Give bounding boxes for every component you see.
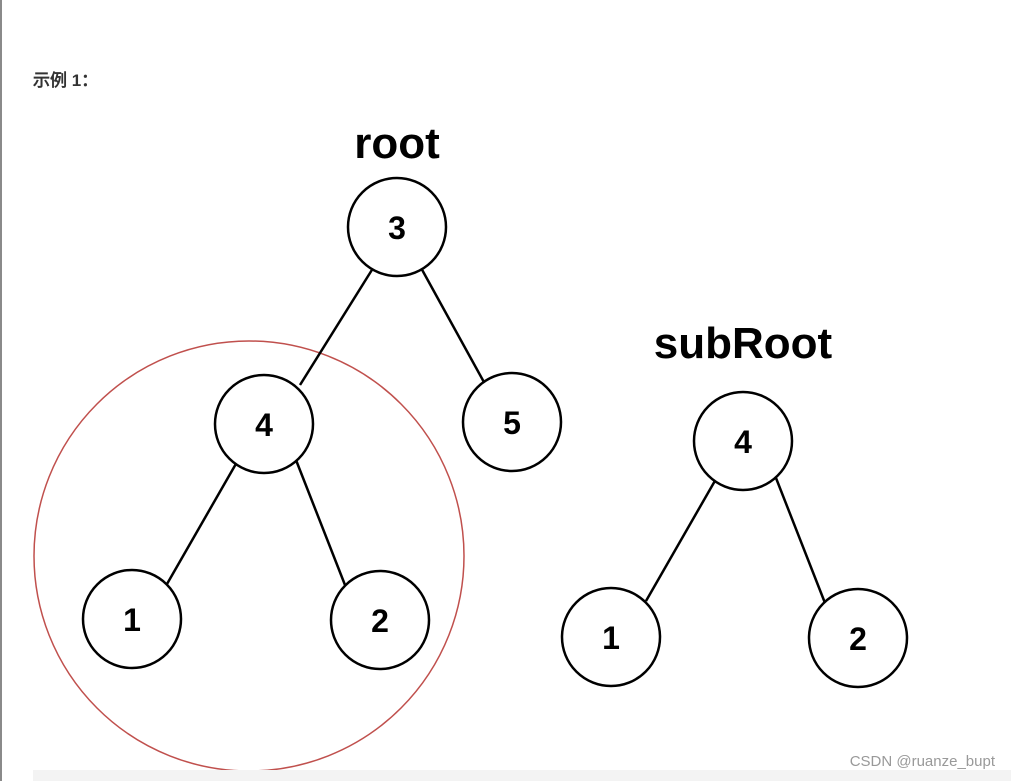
- tree-node: 1: [560, 586, 662, 688]
- node-circle: [692, 390, 794, 492]
- tree-node: 2: [807, 587, 909, 689]
- node-value: 2: [849, 621, 867, 657]
- node-value: 3: [388, 210, 406, 246]
- node-value: 4: [734, 424, 752, 460]
- tree-node: 4: [213, 373, 315, 475]
- code-block-top: [33, 770, 1011, 781]
- edge-sub-4-2: [774, 477, 827, 604]
- node-circle: [560, 586, 662, 688]
- example-label: 示例 1：: [33, 71, 99, 90]
- node-circle: [81, 568, 183, 670]
- node-value: 2: [371, 603, 389, 639]
- left-border: [0, 0, 2, 781]
- node-circle: [329, 569, 431, 671]
- edge-4-2: [294, 459, 347, 586]
- node-circle: [807, 587, 909, 689]
- node-circle: [213, 373, 315, 475]
- tree-node: 3: [346, 176, 448, 278]
- watermark: CSDN @ruanze_bupt: [849, 753, 995, 770]
- node-value: 5: [503, 405, 521, 441]
- node-value: 1: [602, 620, 620, 656]
- node-circle: [461, 371, 563, 473]
- node-value: 1: [123, 602, 141, 638]
- subroot-tree-title: subRoot: [654, 319, 833, 368]
- tree-node: 2: [329, 569, 431, 671]
- tree-node: 1: [81, 568, 183, 670]
- edge-sub-4-1: [644, 478, 718, 602]
- tree-node: 4: [692, 390, 794, 492]
- node-circle: [346, 176, 448, 278]
- edge-3-5: [418, 265, 487, 385]
- tree-node: 5: [461, 371, 563, 473]
- edge-3-4: [298, 264, 377, 386]
- root-tree-title: root: [354, 119, 440, 168]
- node-value: 4: [255, 407, 273, 443]
- edge-4-1: [165, 461, 239, 585]
